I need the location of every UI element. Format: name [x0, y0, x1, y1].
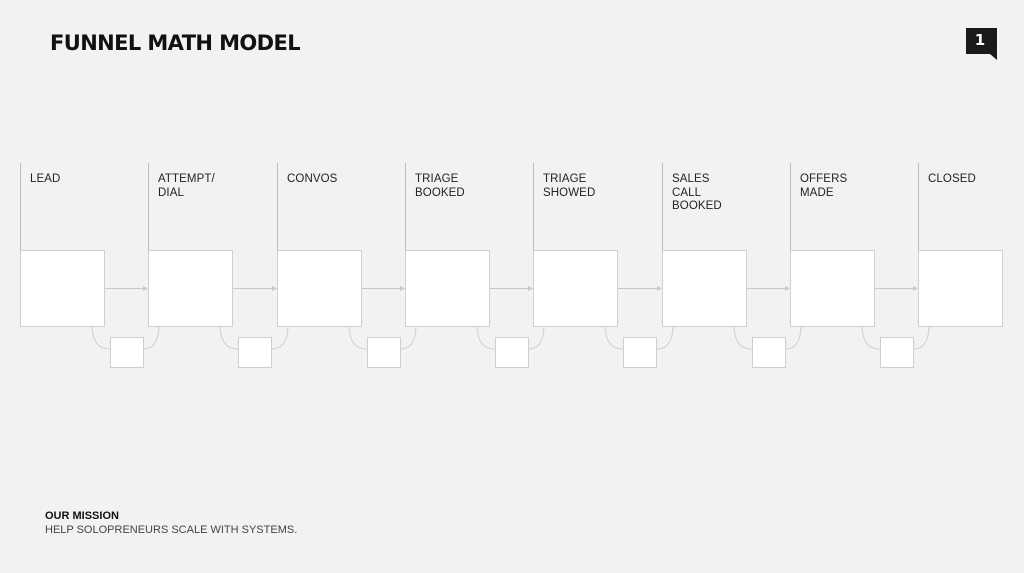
stage-label: TRIAGE SHOWED [543, 173, 596, 199]
conversion-rate-box[interactable] [494, 337, 529, 368]
conversion-arc [604, 326, 674, 350]
speech-bubble-icon [966, 28, 997, 60]
page-number-badge: 1 [966, 28, 997, 60]
arrow-head-icon [913, 286, 918, 291]
stage-value-box[interactable] [148, 250, 233, 327]
stage-value-box[interactable] [277, 250, 362, 327]
conversion-rate-box[interactable] [623, 337, 657, 368]
stage-label: ATTEMPT/ DIAL [158, 173, 215, 199]
conversion-arc [219, 326, 289, 350]
conversion-rate-box[interactable] [751, 337, 786, 368]
arrow-head-icon [272, 286, 277, 291]
stage-label: TRIAGE BOOKED [415, 173, 465, 199]
conversion-arc [476, 326, 545, 350]
stage-value-box[interactable] [918, 250, 1003, 327]
conversion-rate-box[interactable] [238, 337, 272, 368]
stage-value-box[interactable] [533, 250, 618, 327]
conversion-rate-box[interactable] [109, 337, 144, 368]
stage-value-box[interactable] [405, 250, 490, 327]
conversion-arc [348, 326, 417, 350]
stage-value-box[interactable] [790, 250, 875, 327]
page-number: 1 [974, 31, 986, 49]
stage-label: LEAD [30, 173, 61, 185]
conversion-rate-box[interactable] [366, 337, 401, 368]
stage-value-box[interactable] [662, 250, 747, 327]
arrow-head-icon [785, 286, 790, 291]
arrow-head-icon [400, 286, 405, 291]
arrow-head-icon [657, 286, 662, 291]
arrow-head-icon [528, 286, 533, 291]
conversion-arc [91, 326, 160, 350]
arrow-head-icon [143, 286, 148, 291]
mission-title: OUR MISSION [45, 510, 119, 522]
conversion-rate-box[interactable] [879, 337, 914, 368]
stage-label: OFFERS MADE [800, 173, 848, 199]
stage-label: SALES CALL BOOKED [672, 173, 722, 212]
stage-value-box[interactable] [20, 250, 105, 327]
conversion-arc [733, 326, 802, 350]
stage-label: CLOSED [928, 173, 976, 185]
page-title: FUNNEL MATH MODEL [50, 31, 301, 55]
mission-text: HELP SOLOPRENEURS SCALE WITH SYSTEMS. [45, 524, 298, 536]
conversion-arc [861, 326, 930, 350]
stage-label: CONVOS [287, 173, 338, 185]
